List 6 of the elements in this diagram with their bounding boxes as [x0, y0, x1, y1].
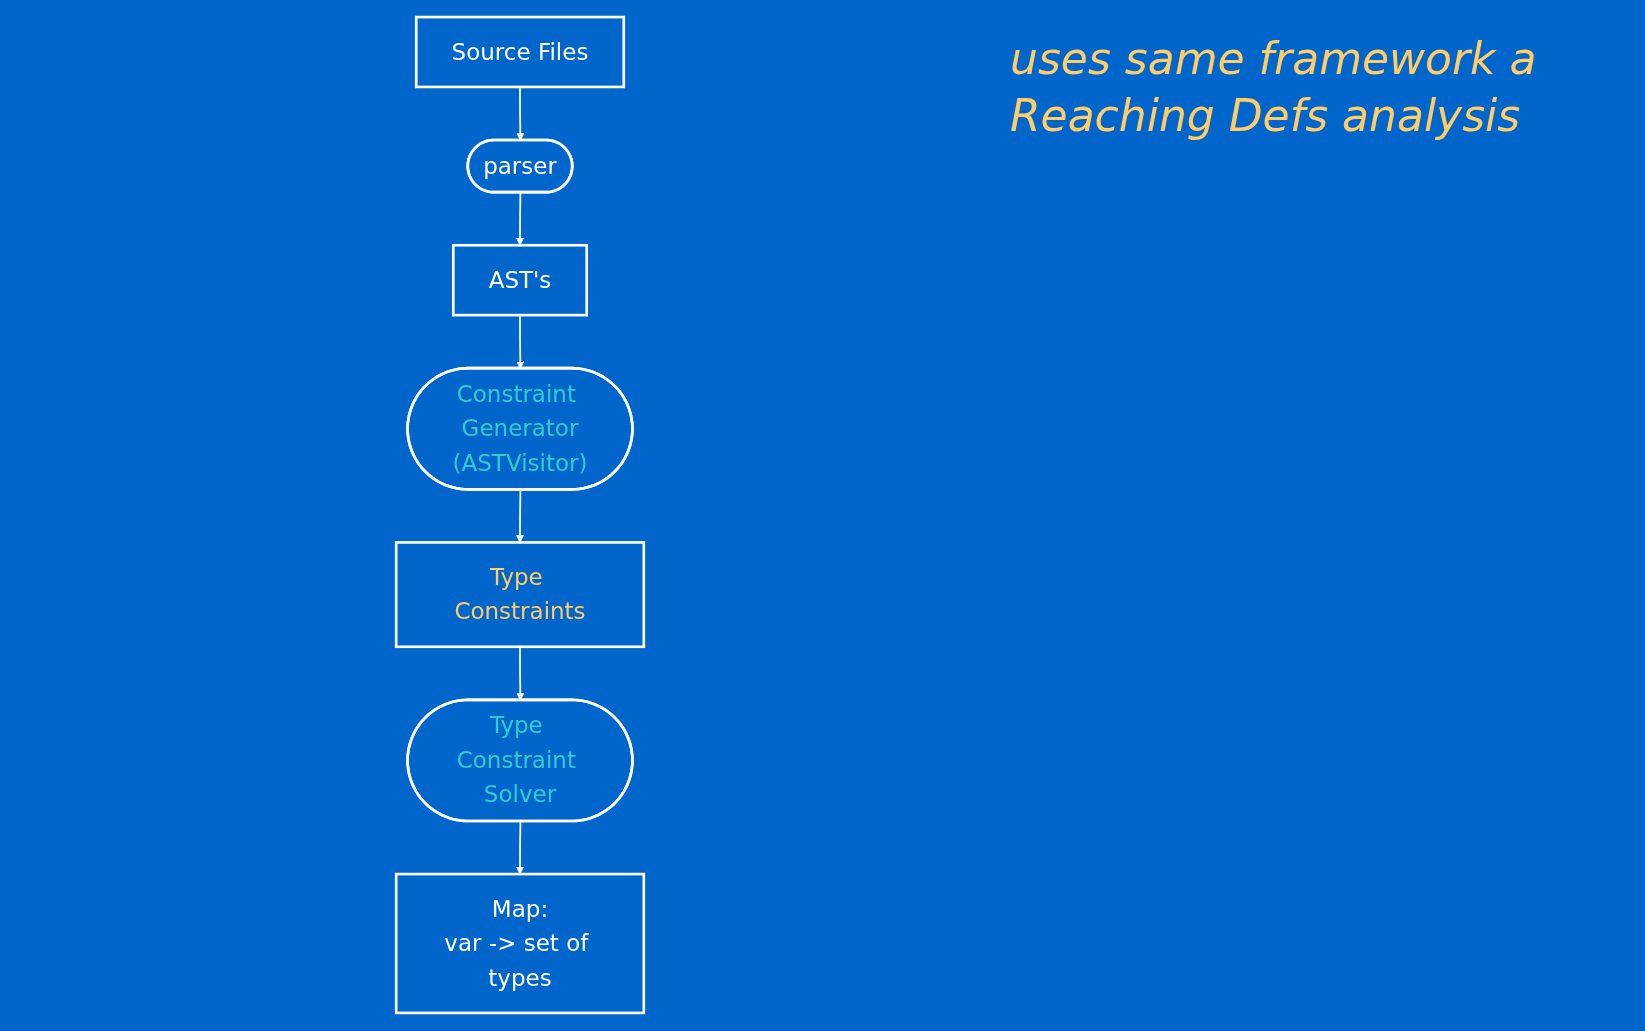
node-box: Source Files [414, 15, 626, 89]
node-box: AST's [451, 243, 589, 317]
node-box: Map: var -> set of types [394, 872, 646, 1015]
arrow [516, 86, 525, 141]
note-text: uses same framework a Reaching Defs analysis [1010, 32, 1538, 144]
node-box: Type Constraints [394, 541, 646, 649]
